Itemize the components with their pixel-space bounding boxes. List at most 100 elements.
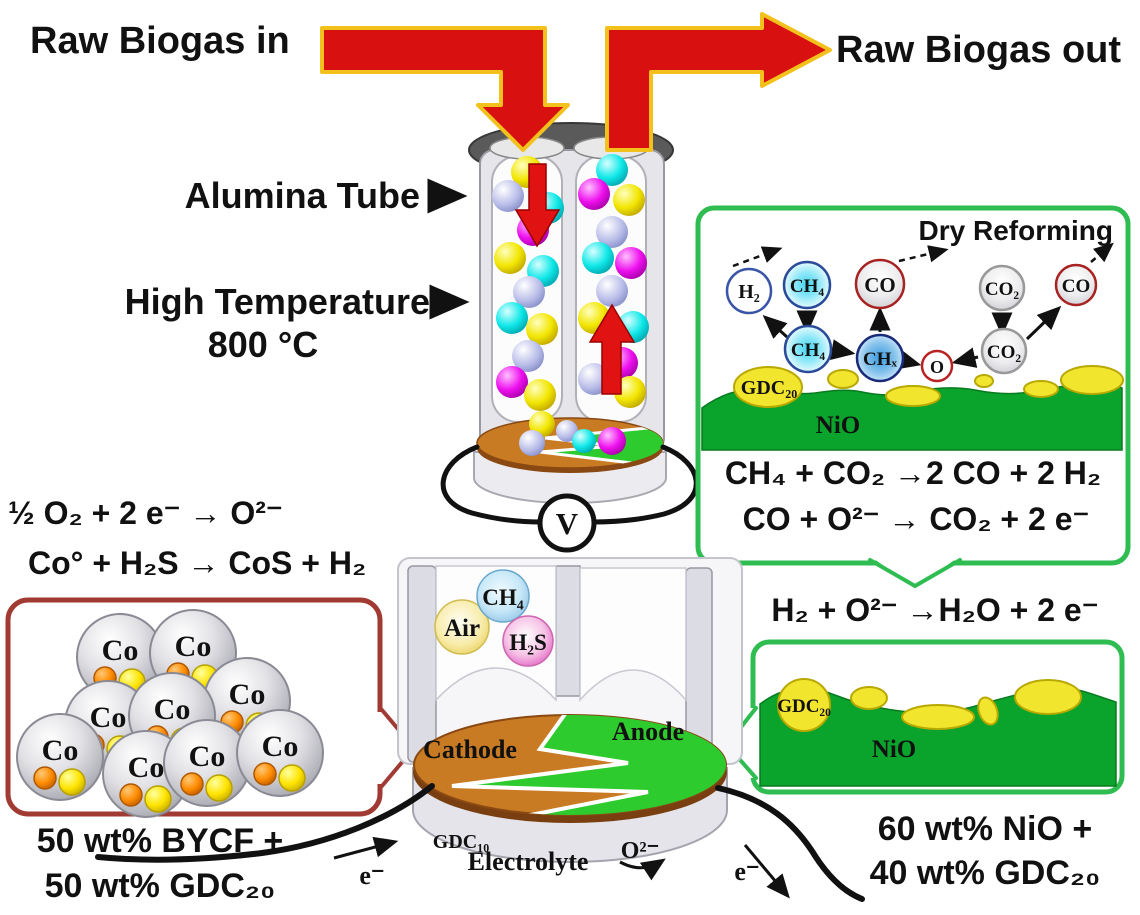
co-label: Co bbox=[42, 734, 79, 767]
cell-dome-right bbox=[579, 567, 687, 702]
cathode-reactions: ½ O₂ + 2 e⁻ → O²⁻ Co° + H₂S → CoS + H₂ bbox=[8, 495, 366, 581]
alumina-tube-assembly bbox=[468, 122, 674, 453]
co-label: Co bbox=[175, 630, 212, 663]
temperature-value-label: 800 °C bbox=[208, 324, 318, 365]
anode-gdc-blobs bbox=[777, 678, 1082, 732]
anode-nio-label: NiO bbox=[872, 736, 916, 763]
button-cell-assembly: Air CH₄ H₂S Cathode Anode GDC₁₀ Electrol… bbox=[95, 557, 865, 902]
dry-reforming-title: Dry Reforming bbox=[919, 215, 1113, 246]
gas-bubble-air: Air bbox=[434, 599, 490, 655]
co-label: Co bbox=[229, 678, 266, 711]
tube-annotations: Alumina Tube High Temperature 800 °C bbox=[125, 175, 470, 365]
anode-caption-line1: 60 wt% NiO + bbox=[878, 810, 1092, 848]
callout-tail bbox=[868, 558, 962, 588]
species-label: CH₄ bbox=[790, 276, 825, 297]
species-o: O bbox=[920, 349, 954, 383]
cell-wire-left bbox=[95, 783, 435, 863]
species-ch4-ads: CH₄ bbox=[783, 324, 833, 374]
gdc-blobs bbox=[733, 365, 1124, 408]
raw-biogas-out-label: Raw Biogas out bbox=[836, 29, 1121, 71]
co-label: Co bbox=[154, 693, 191, 726]
hydrogen-oxidation-reaction: H₂ + O²⁻ →H₂O + 2 e⁻ bbox=[771, 592, 1098, 628]
cell-wall-inner bbox=[555, 565, 581, 697]
h2s-label: H₂S bbox=[509, 630, 547, 655]
air-label: Air bbox=[444, 615, 480, 642]
voltmeter-label: V bbox=[556, 506, 579, 541]
electron-label-left: e⁻ bbox=[359, 861, 384, 890]
co2-to-co-arrow bbox=[1025, 305, 1062, 341]
cathode-caption-line2: 50 wt% GDC₂₀ bbox=[45, 867, 276, 905]
co-label: Co bbox=[90, 701, 127, 734]
co2-to-o-arrow bbox=[951, 347, 979, 368]
species-co2-ads: CO₂ bbox=[980, 327, 1028, 375]
cathode-label: Cathode bbox=[423, 735, 517, 764]
gas-bubble-ch4: CH₄ bbox=[476, 569, 530, 623]
cobalt-particles: Co Co Co Co Co Co Co Co Co bbox=[16, 609, 324, 818]
co-label: Co bbox=[102, 634, 139, 667]
electron-flow-arrow-left bbox=[333, 836, 399, 860]
co-label: Co bbox=[262, 730, 299, 763]
desorb-arrow-co2 bbox=[1090, 242, 1114, 263]
h2-form-arrow bbox=[762, 314, 789, 339]
cathode-material-box: Co Co Co Co Co Co Co Co Co 50 wt% BYCF +… bbox=[5, 597, 432, 905]
dry-reforming-reaction-2: CO + O²⁻ → CO₂ + 2 e⁻ bbox=[743, 501, 1090, 537]
cell-wire-right bbox=[715, 785, 865, 902]
species-label: CO₂ bbox=[985, 279, 1020, 300]
oxygen-reduction-reaction: ½ O₂ + 2 e⁻ → O²⁻ bbox=[8, 495, 283, 531]
callout-tail-gap bbox=[870, 556, 960, 588]
cathode-chevron-gap bbox=[376, 712, 384, 784]
species-label: CO bbox=[1062, 276, 1091, 297]
gas-bubble-h2s: H₂S bbox=[502, 615, 554, 667]
desorb-arrow-h2 bbox=[732, 246, 783, 268]
anode-material-box: GDC₂₀ NiO 60 wt% NiO + 40 wt% GDC₂₀ bbox=[714, 639, 1125, 892]
biogas-out-arrow bbox=[605, 12, 832, 152]
species-label: CH₄ bbox=[791, 340, 826, 361]
species-label: CO bbox=[864, 273, 896, 297]
high-temperature-label: High Temperature bbox=[125, 281, 430, 322]
mini-disc-balls bbox=[519, 411, 626, 456]
co-particle: Co bbox=[16, 713, 104, 801]
voltmeter-wire-left bbox=[440, 444, 544, 525]
electron-flow-arrow-right bbox=[743, 844, 790, 899]
biogas-flow: Raw Biogas in Raw Biogas out bbox=[30, 12, 1121, 152]
species-label: H₂ bbox=[738, 281, 760, 303]
electrolyte-label: Electrolyte bbox=[468, 847, 589, 876]
species-chx: CHₓ bbox=[855, 333, 905, 383]
voltmeter bbox=[537, 493, 597, 553]
nio-substrate-label: NiO bbox=[816, 412, 860, 439]
electron-label-right: e⁻ bbox=[734, 857, 759, 886]
ch4-to-chx-arrow bbox=[829, 339, 856, 360]
sulfur-poisoning-reaction: Co° + H₂S → CoS + H₂ bbox=[28, 545, 366, 581]
oxygen-ion-label: O²⁻ bbox=[621, 838, 660, 864]
mini-cell-assembly: V bbox=[440, 411, 699, 553]
co-particle: Co bbox=[163, 719, 251, 807]
chx-to-o-arrow bbox=[895, 349, 922, 370]
flow-up-arrow bbox=[588, 303, 636, 395]
ch4-label: CH₄ bbox=[482, 585, 524, 610]
species-h2: H₂ bbox=[725, 267, 773, 315]
cell-wall-left bbox=[407, 565, 437, 763]
electrolyte-gdc-label: GDC₁₀ bbox=[433, 831, 489, 853]
alumina-tube-label: Alumina Tube bbox=[185, 175, 420, 216]
anode-label: Anode bbox=[612, 717, 684, 746]
species-label: CO₂ bbox=[987, 342, 1022, 363]
anode-chevron-gap bbox=[750, 708, 757, 778]
species-co-out: CO bbox=[1054, 263, 1098, 307]
voltmeter-wire-right bbox=[590, 444, 699, 525]
anode-caption-line2: 40 wt% GDC₂₀ bbox=[870, 854, 1101, 892]
species-label: CHₓ bbox=[863, 349, 898, 370]
species-ch4-gas: CH₄ bbox=[782, 260, 832, 310]
dry-reforming-box: Dry Reforming GDC₂₀ NiO H₂ CH₄ CO CO₂ bbox=[695, 205, 1131, 588]
species-co2-gas: CO₂ bbox=[978, 264, 1026, 312]
dry-reforming-reaction-1: CH₄ + CO₂ →2 CO + 2 H₂ bbox=[725, 455, 1101, 491]
raw-biogas-in-label: Raw Biogas in bbox=[30, 20, 290, 62]
co-label: Co bbox=[128, 751, 165, 784]
species-circles: H₂ CH₄ CO CO₂ CO CH₄ CHₓ O CO₂ bbox=[725, 258, 1098, 383]
desorb-arrow-co bbox=[898, 245, 949, 263]
flow-down-arrow bbox=[514, 163, 561, 248]
co-label: Co bbox=[189, 740, 226, 773]
species-co: CO bbox=[854, 258, 906, 310]
anode-gdc-label: GDC₂₀ bbox=[777, 696, 831, 717]
